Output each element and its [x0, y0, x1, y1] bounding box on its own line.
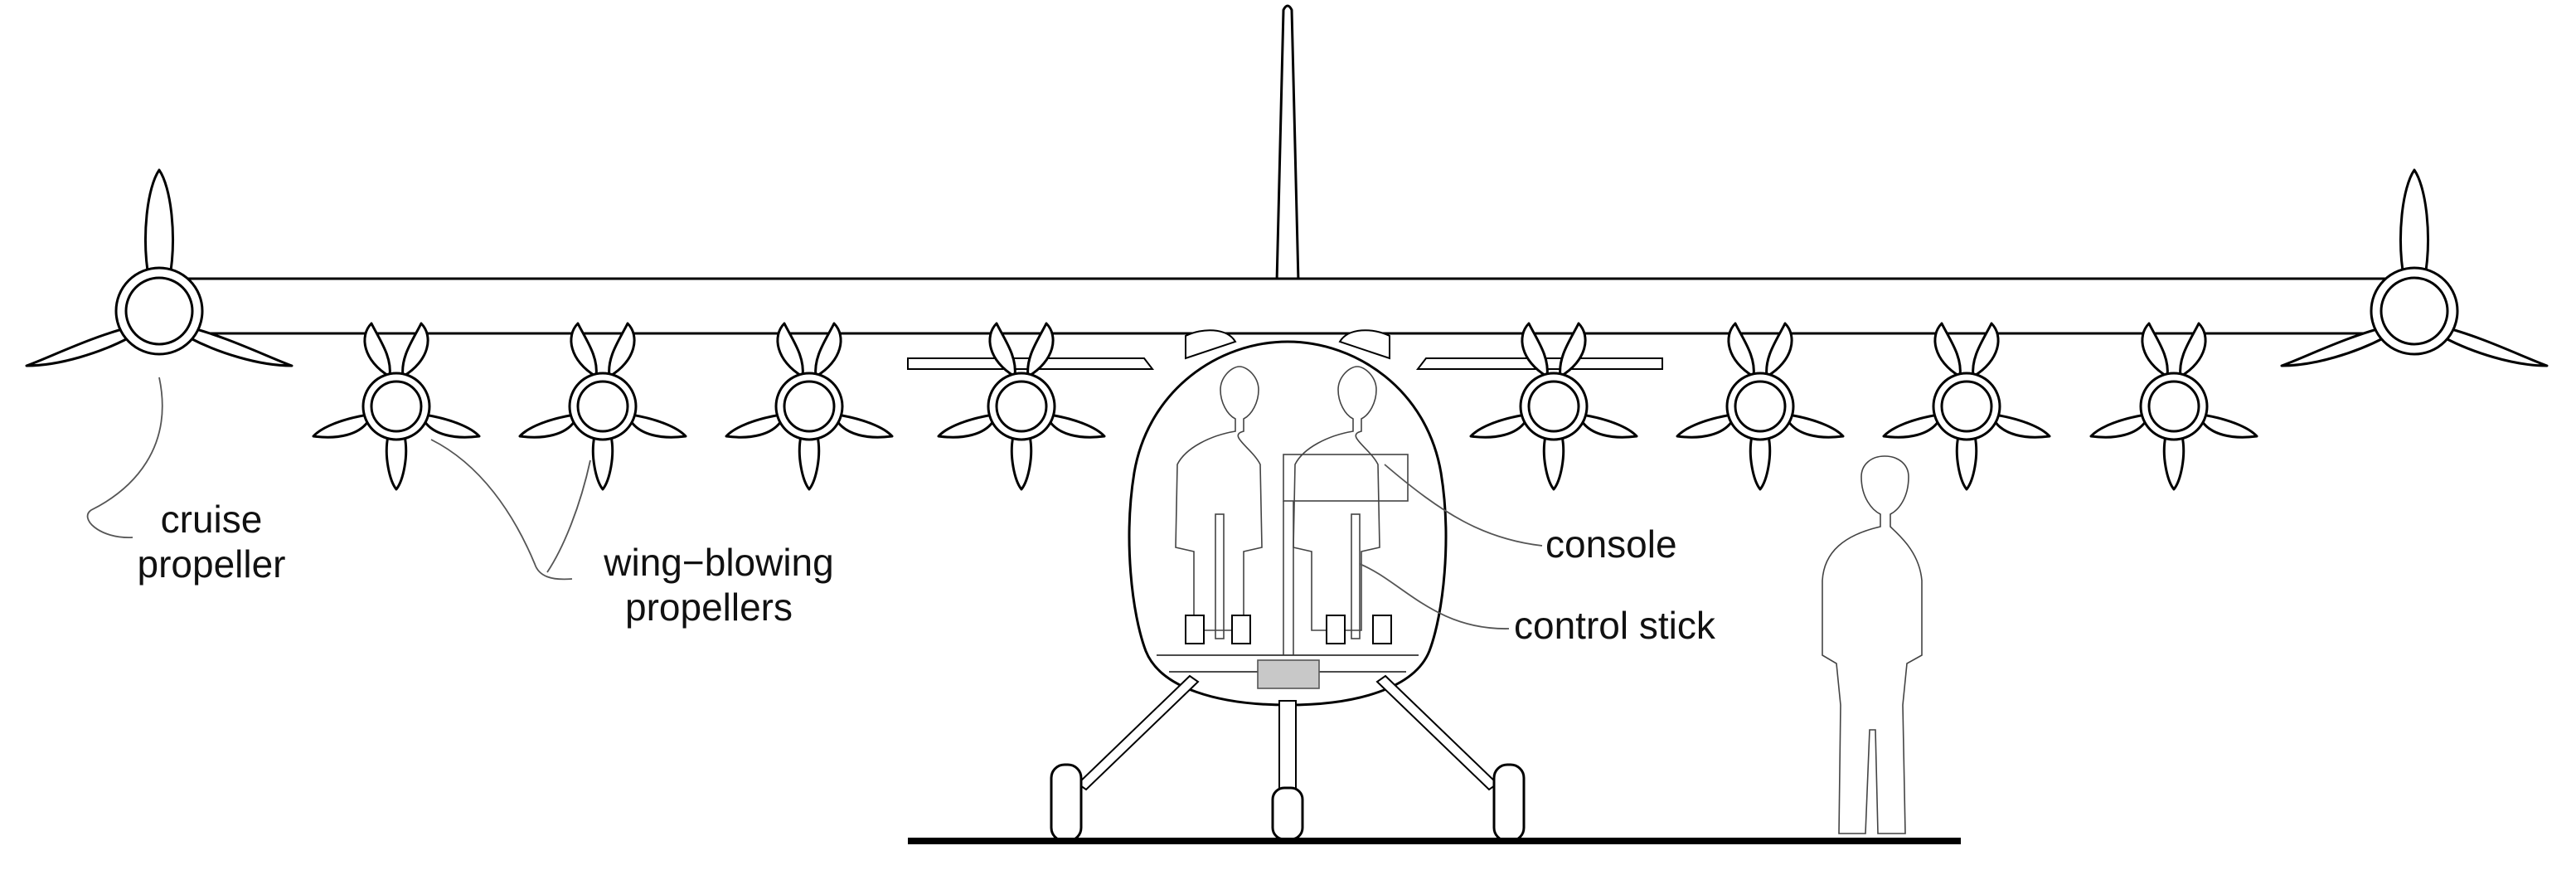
wing-propeller-7	[1882, 322, 2051, 491]
label-cruise-line2: propeller	[138, 542, 286, 586]
wing-propeller-6	[1676, 322, 1845, 491]
wing-propeller-3	[725, 322, 894, 491]
leader-wing-blowing-2	[546, 459, 591, 573]
label-wing-blowing-line2: propellers	[625, 586, 793, 629]
label-cruise-line1: cruise	[161, 498, 263, 541]
tail-fin	[1275, 4, 1300, 284]
propeller-pylons	[907, 357, 1663, 370]
label-console: console	[1545, 522, 1677, 566]
human-silhouette	[1822, 455, 1923, 834]
wing	[156, 277, 2414, 335]
wing-propeller-1	[312, 322, 481, 491]
label-wing-blowing-line1: wing−blowing	[603, 541, 833, 584]
leader-wing-blowing-1	[430, 439, 573, 581]
wing-propeller-4	[937, 322, 1106, 491]
landing-gear	[1050, 674, 1526, 843]
ground-line	[908, 838, 1961, 844]
label-control-stick: control stick	[1514, 604, 1716, 647]
wing-propeller-5	[1469, 322, 1638, 491]
wing-propeller-8	[2089, 322, 2258, 491]
battery-box	[1257, 659, 1320, 689]
wing-propeller-2	[518, 322, 687, 491]
leader-cruise-propeller	[86, 377, 163, 538]
cruise-propeller-left	[25, 168, 293, 367]
leader-lines	[86, 377, 1543, 629]
cruise-propeller-right	[2280, 168, 2549, 367]
leader-console	[1384, 464, 1543, 547]
wing-root-fairings	[1185, 329, 1390, 360]
console	[1283, 454, 1409, 502]
occupants	[1175, 366, 1392, 644]
control-sticks	[1215, 513, 1361, 639]
leader-control-stick	[1359, 563, 1510, 629]
